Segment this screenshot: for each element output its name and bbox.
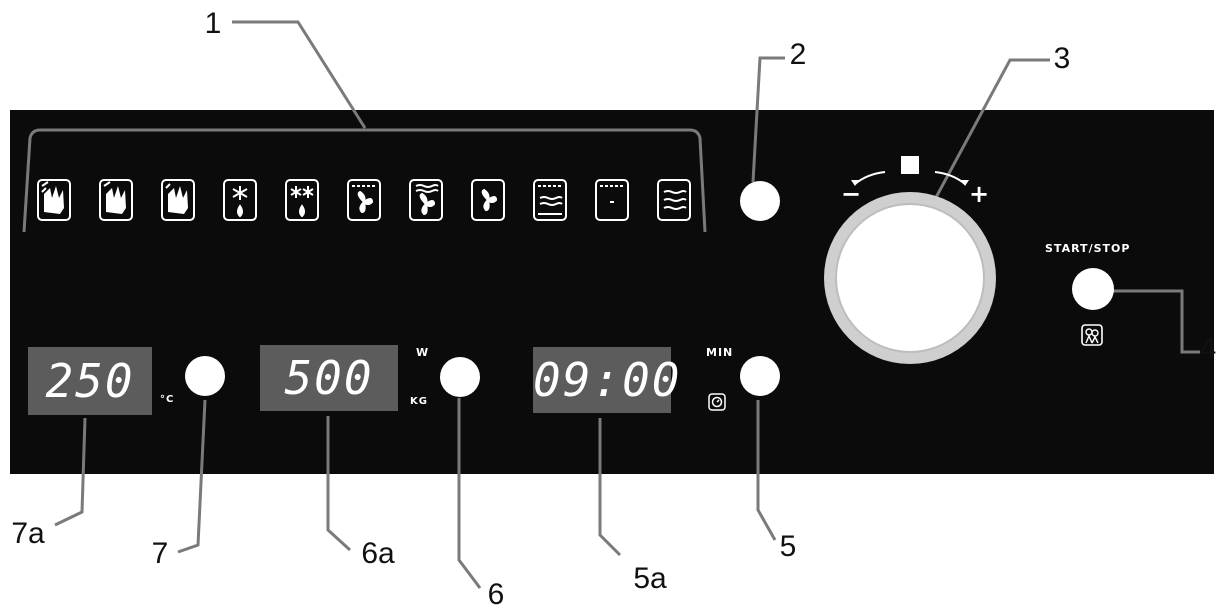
function-bracket (22, 128, 707, 233)
grill-hand-icon[interactable] (99, 179, 133, 221)
child-lock-icon (1081, 324, 1103, 346)
grill-hand-icon[interactable] (161, 179, 195, 221)
callout-1: 1 (205, 7, 222, 40)
function-icons-row (37, 179, 691, 221)
callout-7: 7 (152, 537, 169, 570)
callout-2: 2 (790, 38, 807, 71)
dial-minus-label: − (841, 180, 861, 208)
fan-top-icon[interactable] (347, 179, 381, 221)
leader-7 (177, 399, 207, 554)
callout-5: 5 (780, 530, 797, 563)
power-weight-button[interactable] (440, 357, 480, 397)
function-select-button[interactable] (740, 181, 780, 221)
leader-4 (1112, 289, 1200, 354)
power-value: 500 (284, 351, 374, 405)
leader-2 (751, 56, 785, 183)
callout-5a: 5a (633, 562, 667, 595)
callout-7a: 7a (11, 517, 45, 550)
control-dial[interactable]: − + (815, 150, 1015, 380)
leader-5 (756, 400, 777, 541)
time-display: 09:00 (533, 347, 682, 413)
defrost-icon[interactable] (285, 179, 319, 221)
leader-1 (232, 20, 367, 129)
callout-4: 4 (1200, 332, 1217, 365)
leader-6 (457, 398, 482, 589)
arrow-right-icon (934, 171, 966, 185)
fan-icon[interactable] (471, 179, 505, 221)
temperature-value: 250 (45, 354, 135, 408)
control-panel (10, 110, 1214, 474)
top-bottom-heat-icon[interactable] (533, 179, 567, 221)
callout-6a: 6a (361, 537, 395, 570)
callout-6: 6 (488, 578, 505, 611)
stop-square-icon (901, 156, 919, 174)
callout-3: 3 (1054, 42, 1071, 75)
bottom-heat-icon[interactable] (595, 179, 629, 221)
time-button[interactable] (740, 356, 780, 396)
celsius-label: °C (160, 394, 175, 405)
temperature-display: 250 (28, 347, 152, 415)
leader-5a (598, 418, 622, 557)
leader-7a (54, 417, 87, 527)
time-value: 09:00 (533, 353, 682, 407)
dial-plus-label: + (969, 180, 989, 208)
grill-hand-icon[interactable] (37, 179, 71, 221)
kilogram-label: KG (410, 396, 428, 407)
wave-heat-icon[interactable] (657, 179, 691, 221)
fan-grill-icon[interactable] (409, 179, 443, 221)
start-stop-label: START/STOP (1045, 242, 1131, 255)
minutes-label: MIN (706, 346, 734, 359)
temperature-button[interactable] (185, 356, 225, 396)
leader-6a (326, 416, 352, 552)
timer-icon (708, 393, 726, 411)
start-stop-button[interactable] (1072, 268, 1114, 310)
power-display: 500 (260, 345, 398, 411)
watt-label: W (416, 346, 430, 359)
defrost-icon[interactable] (223, 179, 257, 221)
